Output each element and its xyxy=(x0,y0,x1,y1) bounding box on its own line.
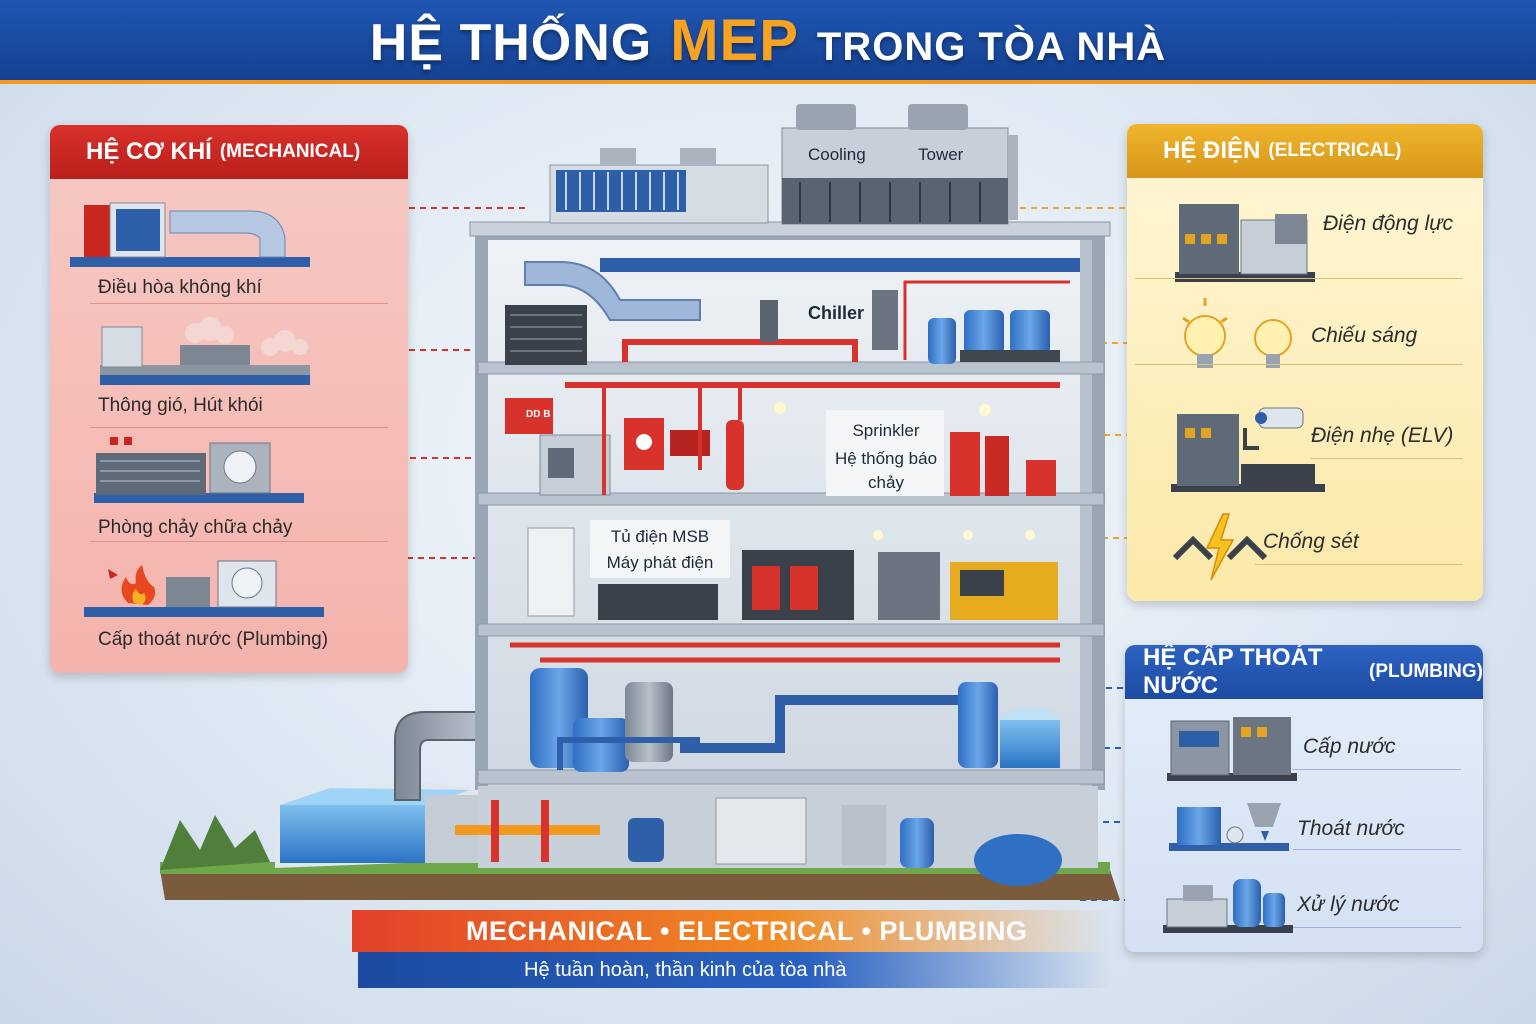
ventilation-icon xyxy=(100,317,310,385)
footer-banner: MECHANICAL • ELECTRICAL • PLUMBING xyxy=(352,910,1112,952)
elec-item-power[interactable]: Điện động lực xyxy=(1135,190,1475,290)
title-suffix: TRONG TÒA NHÀ xyxy=(816,24,1167,69)
elec-item-lighting[interactable]: Chiếu sáng xyxy=(1135,292,1475,392)
footer-banner-text: MECHANICAL • ELECTRICAL • PLUMBING xyxy=(466,915,1028,946)
water-treatment-icon xyxy=(1163,879,1293,933)
power-panel-icon xyxy=(1175,204,1315,282)
hvac-floor xyxy=(505,258,1080,365)
fire-alarm-label-2: chảy xyxy=(868,473,904,492)
electrical-subtitle: (ELECTRICAL) xyxy=(1268,140,1402,161)
chiller-tanks xyxy=(928,310,1060,364)
water-pump-icon xyxy=(1167,717,1297,781)
light-bulb-icon xyxy=(1182,298,1292,368)
elec-item-label: Điện động lực xyxy=(1323,212,1454,235)
plum-item-label: Thoát nước xyxy=(1297,817,1405,840)
chiller-label: Chiller xyxy=(808,303,865,323)
plum-item-drain[interactable]: Thoát nước xyxy=(1133,789,1473,869)
mechanical-subtitle: (MECHANICAL) xyxy=(219,141,361,162)
reservoir xyxy=(275,780,480,868)
plum-item-label: Cấp nước xyxy=(1303,735,1396,758)
fire-pump-icon xyxy=(94,437,304,503)
fire-floor xyxy=(505,382,1060,496)
mechanical-header: HỆ CƠ KHÍ (MECHANICAL) xyxy=(50,125,408,179)
plumbing-panel: HỆ CẤP THOÁT NƯỚC (PLUMBING) Cấp nước Th… xyxy=(1125,645,1483,952)
title-prefix: HỆ THỐNG xyxy=(369,13,653,72)
elec-item-lightning[interactable]: Chống sét xyxy=(1135,500,1475,600)
fire-sign-label: DD B xyxy=(526,409,551,420)
plumbing-title: HỆ CẤP THOÁT NƯỚC xyxy=(1143,645,1323,699)
electrical-header: HỆ ĐIỆN (ELECTRICAL) xyxy=(1127,124,1483,178)
plum-item-treatment[interactable]: Xử lý nước xyxy=(1133,867,1473,947)
mechanical-title: HỆ CƠ KHÍ xyxy=(86,138,212,165)
cctv-icon xyxy=(1171,407,1325,492)
footer-tagline-bar: Hệ tuần hoàn, thần kinh của tòa nhà xyxy=(358,952,1112,988)
lightning-rod-icon xyxy=(1172,513,1268,581)
divider xyxy=(1293,849,1461,850)
title-accent: MEP xyxy=(670,7,799,73)
divider xyxy=(90,303,388,304)
mech-item-ventilation[interactable]: Thông gió, Hút khói xyxy=(70,317,388,428)
cooling-tower xyxy=(781,104,1018,225)
mech-item-label: Thông gió, Hút khói xyxy=(98,395,263,416)
plumbing-header: HỆ CẤP THOÁT NƯỚC (PLUMBING) xyxy=(1125,645,1483,699)
plumbing-subtitle: (PLUMBING) xyxy=(1369,661,1483,682)
divider xyxy=(90,541,388,542)
ac-unit-icon xyxy=(70,202,310,267)
generator-label: Máy phát điện xyxy=(606,553,714,572)
cooling-label-left: Cooling xyxy=(808,145,866,164)
mech-item-label: Phòng chảy chữa chảy xyxy=(98,517,293,538)
electrical-panel: HỆ ĐIỆN (ELECTRICAL) Điện động lực Chiếu… xyxy=(1127,124,1483,601)
divider xyxy=(1293,769,1461,770)
electrical-floor xyxy=(527,520,1058,620)
divider xyxy=(1255,564,1463,565)
divider xyxy=(90,427,388,428)
trees xyxy=(160,815,270,870)
cooling-label-right: Tower xyxy=(918,145,964,164)
divider xyxy=(1311,458,1463,459)
plum-item-supply[interactable]: Cấp nước xyxy=(1133,709,1473,789)
mechanical-panel: HỆ CƠ KHÍ (MECHANICAL) Điều hòa không kh… xyxy=(50,125,408,673)
header-bar: HỆ THỐNG MEP TRONG TÒA NHÀ xyxy=(0,0,1536,84)
divider xyxy=(1135,364,1463,365)
rooftop-ahu xyxy=(549,148,769,224)
elec-item-label: Chống sét xyxy=(1263,530,1359,553)
mech-item-label: Cấp thoát nước (Plumbing) xyxy=(98,629,329,650)
msb-label: Tủ điện MSB xyxy=(610,527,710,546)
fire-alarm-label-1: Hệ thống báo xyxy=(834,449,938,468)
mech-item-hvac[interactable]: Điều hòa không khí xyxy=(70,193,388,304)
page-title: HỆ THỐNG MEP TRONG TÒA NHÀ xyxy=(370,7,1166,74)
plumbing-floor xyxy=(510,642,1060,772)
mech-item-plumbing[interactable]: Cấp thoát nước (Plumbing) xyxy=(70,553,388,663)
mech-item-firefighting[interactable]: Phòng chảy chữa chảy xyxy=(70,437,388,547)
mech-item-label: Điều hòa không khí xyxy=(98,277,262,298)
electrical-title: HỆ ĐIỆN xyxy=(1163,137,1261,164)
basement xyxy=(455,786,1098,886)
drain-icon xyxy=(1169,803,1289,851)
plumbing-icon xyxy=(84,560,324,617)
footer-tagline: Hệ tuần hoàn, thần kinh của tòa nhà xyxy=(524,958,847,981)
elec-item-label: Điện nhẹ (ELV) xyxy=(1311,424,1454,447)
elec-item-label: Chiếu sáng xyxy=(1311,324,1418,347)
ground xyxy=(160,870,1120,900)
divider xyxy=(1293,927,1461,928)
elec-item-elv[interactable]: Điện nhẹ (ELV) xyxy=(1135,394,1475,494)
sprinkler-label: Sprinkler xyxy=(852,421,920,440)
divider xyxy=(1135,278,1463,279)
plum-item-label: Xử lý nước xyxy=(1297,893,1400,916)
